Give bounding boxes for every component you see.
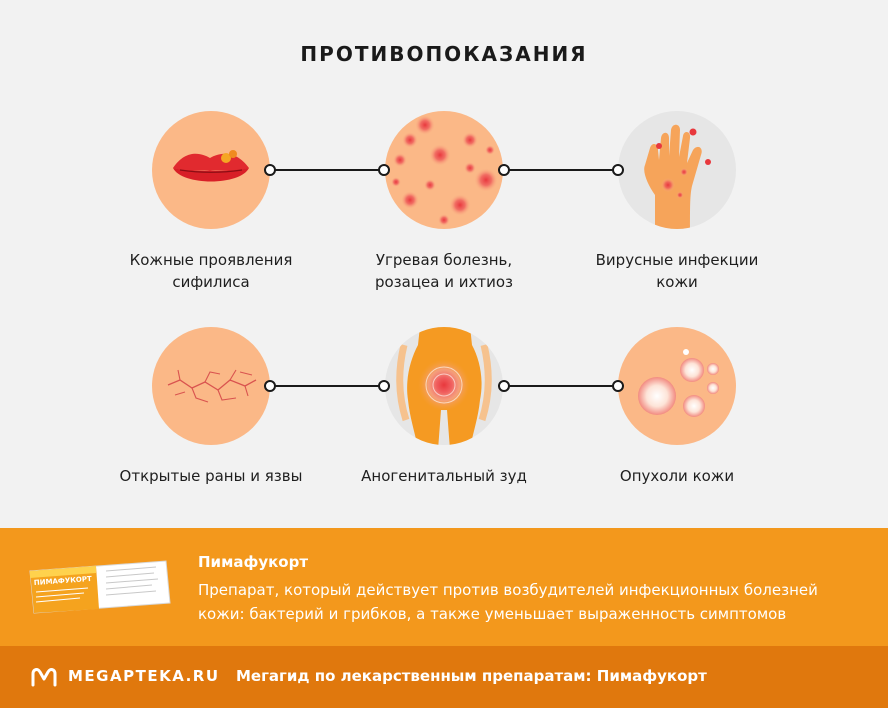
caption-line: Опухоли кожи xyxy=(619,467,735,485)
page-title: ПРОТИВОПОКАЗАНИЯ xyxy=(300,42,588,66)
footer-bar xyxy=(0,646,888,708)
connector-nodes xyxy=(264,164,624,392)
caption-line: Открытые раны и язвы xyxy=(119,467,303,485)
caption-line: Вирусные инфекции xyxy=(595,251,759,269)
logo-text[interactable]: MEGAPTEKA.RU xyxy=(68,667,220,685)
caption-line: Кожные проявления xyxy=(129,251,293,269)
megapteka-logo-icon[interactable] xyxy=(30,666,58,688)
caption-acne: Угревая болезнь, розацеа и ихтиоз xyxy=(324,249,564,293)
caption-viral: Вирусные инфекции кожи xyxy=(557,249,797,293)
caption-itch: Аногенитальный зуд xyxy=(324,465,564,487)
itch-body-icon xyxy=(385,327,503,445)
caption-line: Угревая болезнь, xyxy=(375,251,513,269)
product-description: Препарат, который действует против возбу… xyxy=(198,578,868,626)
caption-line: кожи xyxy=(656,273,698,291)
caption-tumors: Опухоли кожи xyxy=(557,465,797,487)
cracked-skin-icon xyxy=(152,327,270,445)
product-description-line: Препарат, который действует против возбу… xyxy=(198,581,818,599)
footer-caption: Мегагид по лекарственным препаратам: Пим… xyxy=(236,667,707,685)
product-name: Пимафукорт xyxy=(198,553,309,571)
caption-syphilis: Кожные проявления сифилиса xyxy=(91,249,331,293)
product-box-image: ПИМАФУКОРТ xyxy=(29,560,171,614)
acne-rash-icon xyxy=(385,111,503,229)
caption-line: розацеа и ихтиоз xyxy=(374,273,514,291)
caption-line: Аногенитальный зуд xyxy=(361,467,527,485)
product-description-line: кожи: бактерий и грибков, а также уменьш… xyxy=(198,605,787,623)
caption-line: сифилиса xyxy=(172,273,250,291)
contraindications-diagram xyxy=(152,111,736,445)
infected-hand-icon xyxy=(618,111,736,229)
caption-wounds: Открытые раны и язвы xyxy=(91,465,331,487)
skin-tumor-icon xyxy=(618,327,736,445)
lips-icon xyxy=(152,111,270,229)
